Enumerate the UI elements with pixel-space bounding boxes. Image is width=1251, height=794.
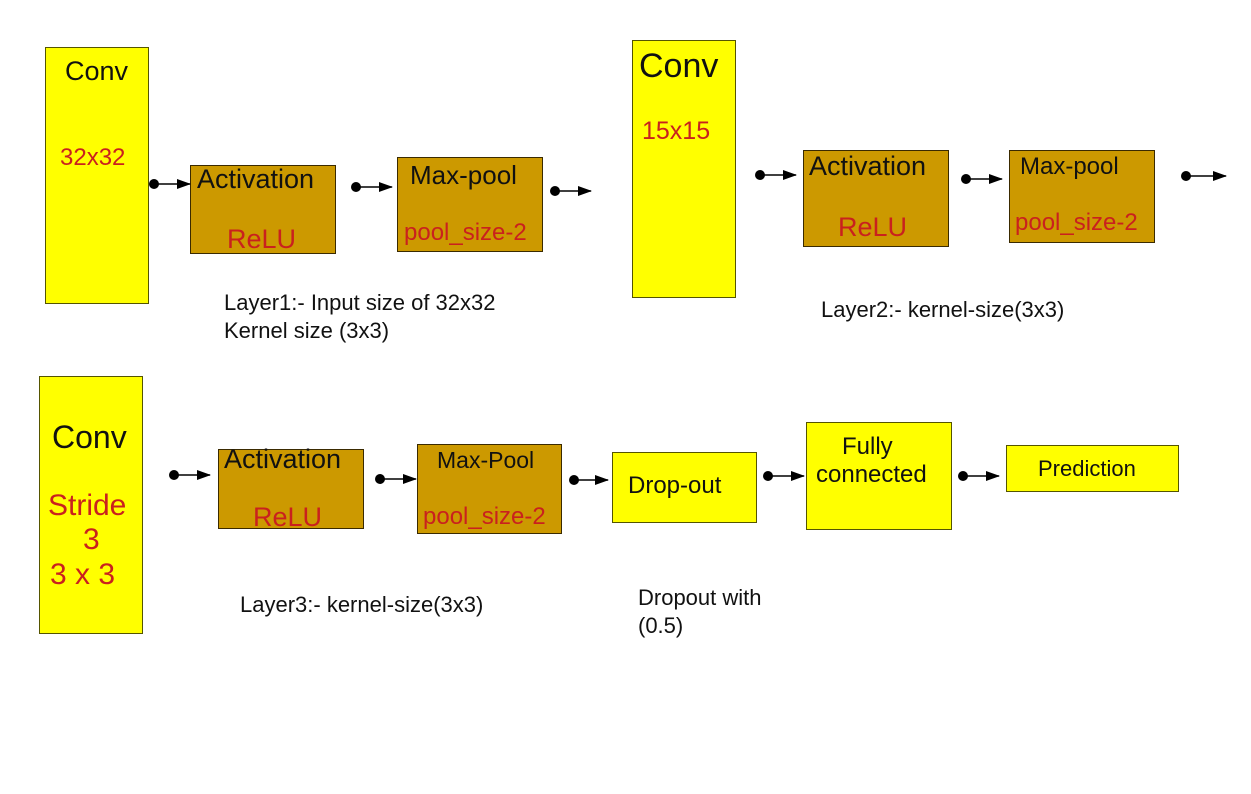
- activation1-box: Activation ReLU: [190, 164, 336, 254]
- fully-connected-line2: connected: [816, 461, 927, 488]
- arrow-dropout-to-fully-connected: [763, 471, 805, 481]
- activation1-title: Activation: [197, 164, 315, 194]
- maxpool1-box: Max-pool pool_size-2: [397, 157, 543, 252]
- maxpool1-title: Max-pool: [410, 160, 517, 190]
- maxpool1-param: pool_size-2: [404, 219, 527, 246]
- maxpool2-param: pool_size-2: [1015, 209, 1138, 236]
- activation3-func: ReLU: [253, 502, 323, 532]
- prediction-title: Prediction: [1038, 456, 1136, 481]
- layer2-caption: Layer2:- kernel-size(3x3): [821, 297, 1065, 322]
- arrow-activation1-to-maxpool1: [351, 182, 393, 192]
- conv1-box: Conv 32x32: [45, 47, 149, 304]
- arrow-maxpool1-to-conv2: [550, 186, 592, 196]
- maxpool3-box: Max-Pool pool_size-2: [417, 444, 562, 534]
- arrow-conv3-to-activation3: [169, 470, 211, 480]
- activation2-title: Activation: [809, 151, 927, 181]
- conv3-box: Conv Stride 3 3 x 3: [39, 376, 143, 634]
- arrow-activation2-to-maxpool2: [961, 174, 1003, 184]
- dropout-box: Drop-out: [612, 452, 757, 523]
- prediction-box: Prediction: [1006, 445, 1179, 492]
- activation3-box: Activation ReLU: [218, 444, 364, 532]
- conv1-title: Conv: [65, 56, 129, 86]
- layer1-caption-line1: Layer1:- Input size of 32x32: [224, 290, 496, 315]
- arrow-fully-connected-to-prediction: [958, 471, 1000, 481]
- dropout-caption-line2: (0.5): [638, 613, 684, 638]
- activation1-func: ReLU: [227, 224, 297, 254]
- conv3-stride-value: 3: [83, 523, 100, 556]
- conv2-title: Conv: [639, 47, 719, 85]
- conv2-size: 15x15: [642, 117, 711, 145]
- dropout-caption: Dropout with (0.5): [638, 584, 762, 640]
- fully-connected-box: Fully connected: [806, 422, 952, 530]
- conv3-stride-label: Stride: [48, 489, 127, 522]
- dropout-title: Drop-out: [628, 472, 722, 499]
- activation2-func: ReLU: [838, 212, 908, 242]
- conv3-title: Conv: [52, 419, 127, 455]
- conv2-box: Conv 15x15: [632, 40, 736, 298]
- fully-connected-line1: Fully: [842, 433, 893, 460]
- arrow-activation3-to-maxpool3: [375, 474, 417, 484]
- dropout-caption-line1: Dropout with: [638, 585, 762, 610]
- arrow-maxpool3-to-dropout: [569, 475, 609, 485]
- activation2-box: Activation ReLU: [803, 150, 949, 247]
- conv1-size: 32x32: [60, 144, 126, 171]
- maxpool2-title: Max-pool: [1020, 153, 1119, 180]
- maxpool2-box: Max-pool pool_size-2: [1009, 150, 1155, 243]
- arrow-conv2-to-activation2: [755, 170, 797, 180]
- layer3-caption: Layer3:- kernel-size(3x3): [240, 592, 484, 617]
- maxpool3-title: Max-Pool: [437, 447, 535, 473]
- activation3-title: Activation: [224, 444, 342, 474]
- layer1-caption: Layer1:- Input size of 32x32 Kernel size…: [224, 289, 496, 345]
- arrow-conv1-to-activation1: [149, 179, 191, 189]
- conv3-kernel: 3 x 3: [50, 558, 116, 591]
- layer1-caption-line2: Kernel size (3x3): [224, 318, 390, 343]
- maxpool3-param: pool_size-2: [423, 503, 546, 530]
- arrow-maxpool2-out: [1181, 171, 1227, 181]
